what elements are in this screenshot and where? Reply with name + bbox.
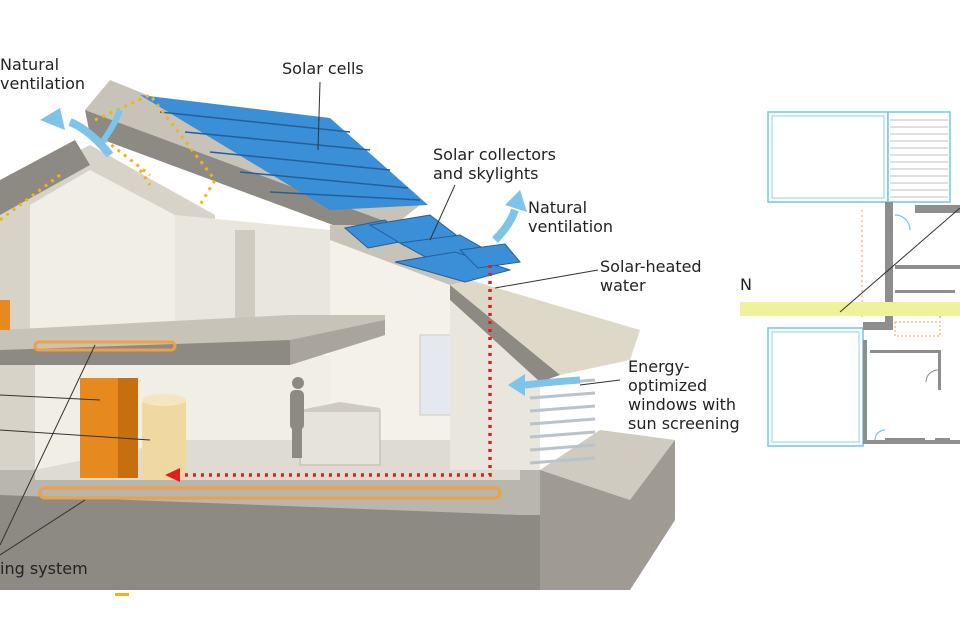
plan-door-arc-2 bbox=[925, 369, 939, 383]
plan-wall-top-right bbox=[915, 205, 960, 213]
plan-stair-hatch bbox=[887, 111, 951, 203]
solar-cells-panel bbox=[140, 95, 428, 210]
sun-screening-louvres bbox=[529, 378, 596, 465]
upper-floor-slab-front bbox=[290, 320, 385, 365]
roof-airflow-dotted bbox=[94, 93, 217, 206]
label-energy-windows-3: windows with bbox=[628, 395, 736, 414]
plan-wall-right-room bbox=[895, 265, 960, 269]
leader-solar-heated bbox=[494, 269, 599, 289]
labels: Natural ventilation Solar cells Solar co… bbox=[0, 55, 740, 578]
plan-orange-grid bbox=[894, 321, 941, 337]
label-solar-heated-1: Solar-heated bbox=[600, 257, 702, 276]
window-air-arrow-head bbox=[508, 374, 525, 396]
plan-counter-2 bbox=[935, 438, 950, 444]
plan-door-arc-4 bbox=[874, 429, 886, 441]
ground-floor-heating-pipe bbox=[38, 486, 502, 500]
plan-inner-wall bbox=[870, 350, 940, 353]
left-gable-interior bbox=[30, 170, 175, 330]
plan-wall-bottom-right bbox=[863, 340, 867, 440]
plan-section-leader bbox=[839, 207, 960, 313]
left-vent-arrow-head bbox=[40, 108, 65, 130]
plan-inner-wall-3 bbox=[895, 290, 955, 293]
house-cutaway bbox=[0, 80, 675, 596]
label-energy-windows-4: sun screening bbox=[628, 414, 740, 433]
plan-room-top-left-inner bbox=[771, 115, 885, 199]
label-heating-system: ing system bbox=[0, 559, 88, 578]
solar-collector-5 bbox=[458, 243, 521, 269]
person-head bbox=[292, 377, 304, 389]
hot-water-tank-top bbox=[142, 394, 186, 406]
accumulator-tank-shade bbox=[118, 378, 138, 478]
leader-lines bbox=[0, 81, 621, 556]
right-vent-arrow bbox=[492, 208, 519, 243]
plan-section-band bbox=[740, 302, 960, 316]
leader-heating-2 bbox=[0, 499, 86, 556]
person-legs bbox=[292, 428, 302, 458]
solar-water-arrow bbox=[165, 468, 180, 482]
plan-compass-n: N bbox=[740, 275, 752, 294]
kitchen-island bbox=[299, 409, 381, 466]
label-solar-collectors-1: Solar collectors bbox=[433, 145, 556, 164]
upper-floor-slab-edge bbox=[0, 340, 290, 365]
solar-cells-grid bbox=[159, 111, 421, 201]
left-edge-orange-block bbox=[0, 300, 10, 330]
right-wall bbox=[450, 300, 540, 470]
hot-water-tank bbox=[142, 398, 186, 480]
label-energy-windows-2: optimized bbox=[628, 376, 707, 395]
plan-door-arc-1 bbox=[894, 214, 911, 231]
floor-plan: N bbox=[740, 111, 960, 447]
interior-column bbox=[235, 230, 255, 330]
plan-wall-vertical bbox=[885, 202, 893, 330]
label-energy-windows-1: Energy- bbox=[628, 357, 690, 376]
label-natural-ventilation-left-2: ventilation bbox=[0, 74, 85, 93]
leader-solar-cells bbox=[317, 81, 321, 151]
right-roof bbox=[450, 280, 640, 375]
leader-solar-collectors bbox=[429, 184, 456, 241]
plan-inner-wall-2 bbox=[938, 350, 941, 390]
left-vent-arrow-2 bbox=[97, 108, 123, 147]
left-edge-yellow-dash bbox=[115, 593, 129, 596]
upper-floor-heating-pipe bbox=[33, 340, 177, 352]
leader-tank-1 bbox=[0, 394, 101, 401]
plan-room-top-left bbox=[767, 111, 889, 203]
label-natural-ventilation-right-2: ventilation bbox=[528, 217, 613, 236]
label-solar-cells: Solar cells bbox=[282, 59, 364, 78]
person-body bbox=[290, 390, 304, 430]
plan-room-bottom-left bbox=[767, 327, 864, 447]
right-vent-arrow-head bbox=[505, 190, 527, 212]
leader-tank-2 bbox=[0, 429, 151, 441]
leader-heating-1 bbox=[0, 344, 96, 546]
plan-room-bottom-left-inner bbox=[771, 331, 860, 443]
kitchen-island-top bbox=[300, 402, 380, 412]
leader-energy-windows bbox=[579, 379, 621, 386]
left-vent-arrow bbox=[68, 118, 114, 158]
left-roof-slope bbox=[0, 140, 90, 215]
label-solar-collectors-2: and skylights bbox=[433, 164, 538, 183]
label-natural-ventilation-left-1: Natural bbox=[0, 55, 59, 74]
plan-wall-horizontal bbox=[863, 322, 893, 330]
solar-water-loop bbox=[175, 265, 492, 477]
window-air-arrow bbox=[524, 376, 581, 389]
label-solar-heated-2: water bbox=[600, 276, 646, 295]
plan-counter bbox=[885, 438, 925, 444]
label-natural-ventilation-right-1: Natural bbox=[528, 198, 587, 217]
solar-collector-4 bbox=[394, 251, 512, 283]
right-roof-underside bbox=[450, 285, 560, 382]
plan-stair-lines bbox=[890, 119, 948, 198]
